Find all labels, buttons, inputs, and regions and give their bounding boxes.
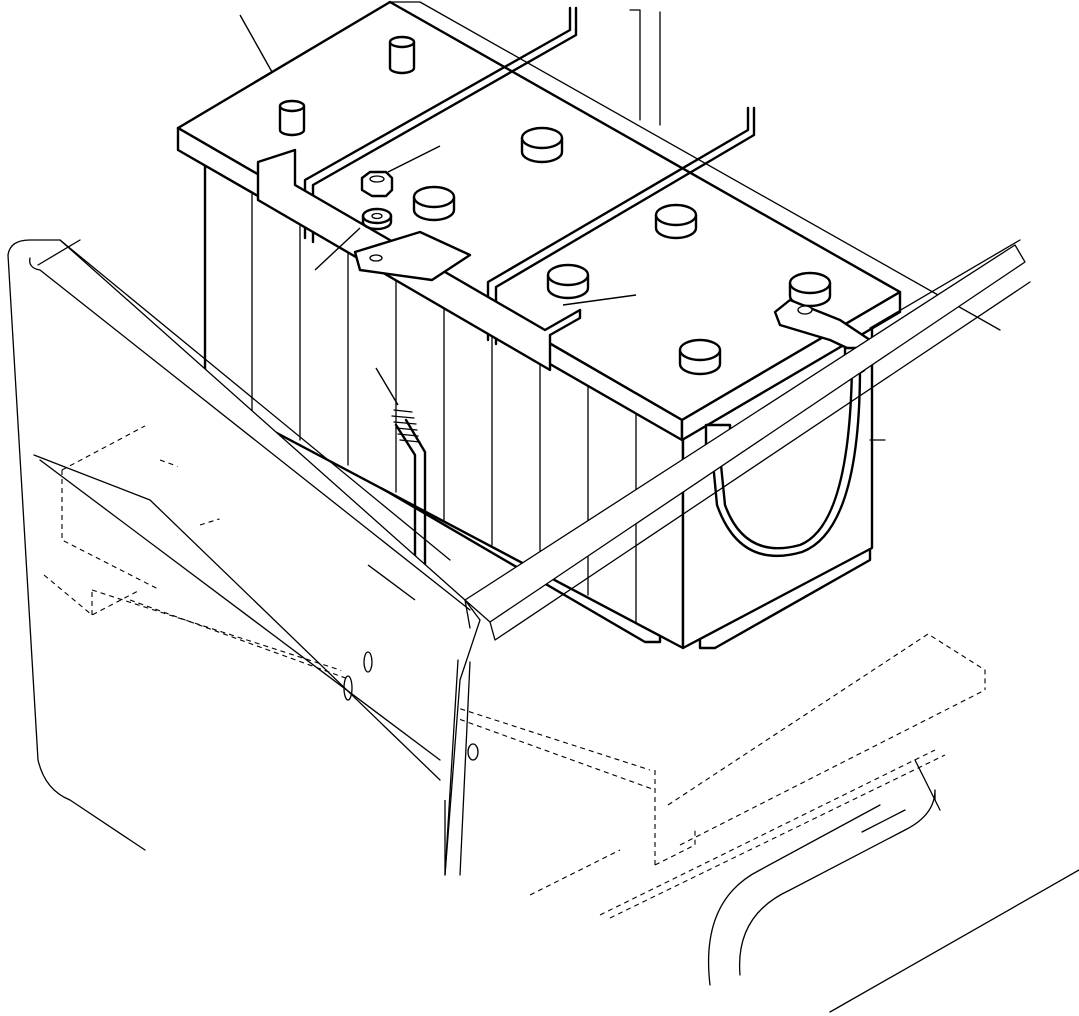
- washer: [361, 207, 393, 231]
- hold-down-clamp: [256, 148, 582, 372]
- leader-nut: [387, 145, 441, 173]
- machine-frame: [7, 239, 1079, 1013]
- terminal-posts: [278, 35, 416, 137]
- leader-clamp: [562, 294, 637, 306]
- leader-lines: [239, 14, 637, 601]
- leader-washer: [314, 227, 361, 271]
- vent-caps: [412, 126, 832, 376]
- hex-nut: [360, 170, 394, 198]
- leader-battery: [239, 14, 273, 73]
- leader-j-bolt: [367, 564, 416, 601]
